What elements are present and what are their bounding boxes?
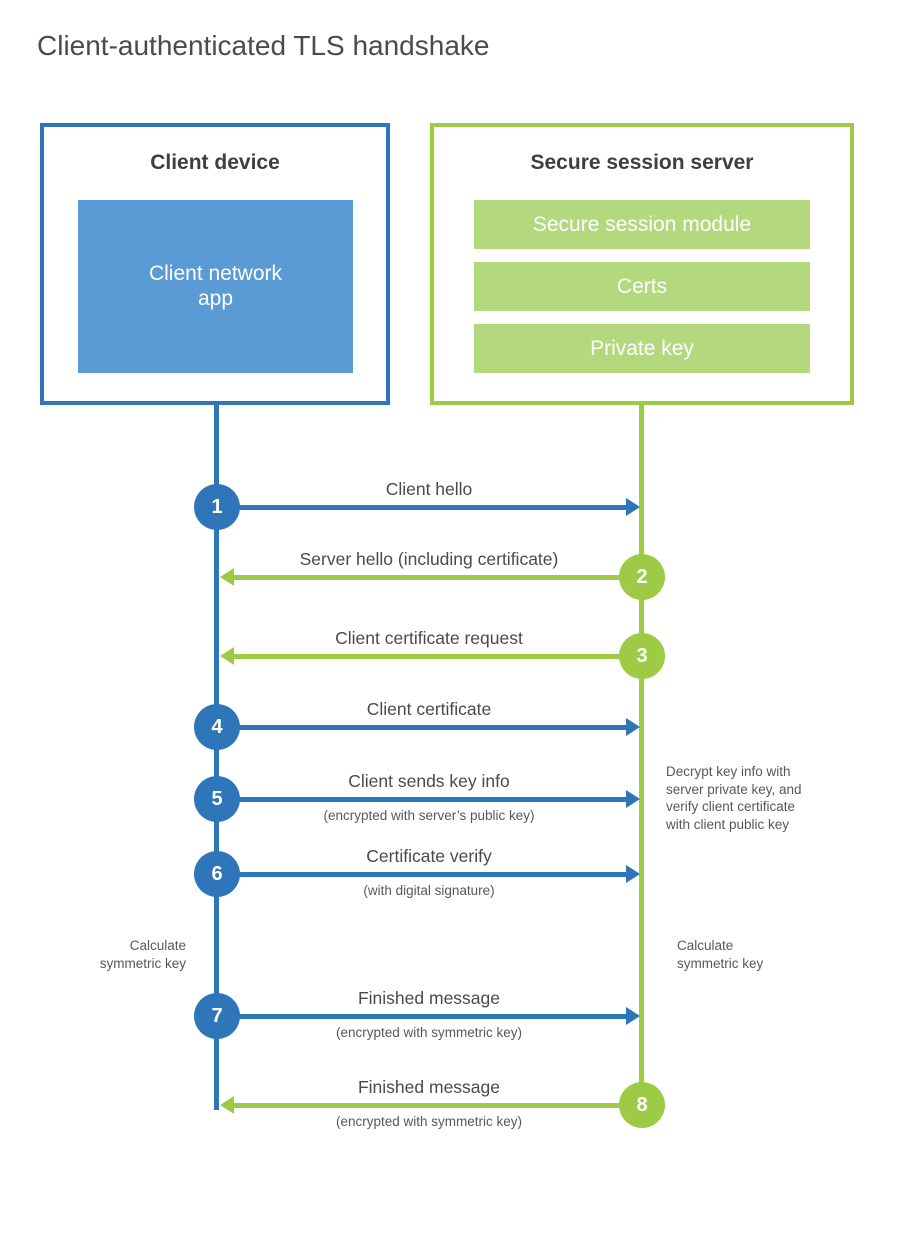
server-box: Secure session server Secure session mod… bbox=[430, 123, 854, 405]
client-device-title: Client device bbox=[150, 151, 280, 174]
arrow-left-icon bbox=[220, 647, 234, 665]
step-label-3: Client certificate request bbox=[335, 628, 523, 648]
server-module-private-key: Private key bbox=[474, 324, 810, 373]
step-label-1: Client hello bbox=[385, 479, 473, 499]
step-circle-6: 6 bbox=[194, 851, 240, 897]
client-lifeline bbox=[214, 405, 219, 1110]
arrow-right-icon bbox=[626, 718, 640, 736]
step-circle-3: 3 bbox=[619, 633, 665, 679]
arrow-shaft bbox=[217, 872, 626, 877]
page-title: Client-authenticated TLS handshake bbox=[37, 30, 490, 61]
step-label-8: Finished message bbox=[357, 1077, 501, 1097]
note-calculate-symmetric-key-server: Calculate symmetric key bbox=[677, 938, 764, 971]
server-lifeline bbox=[639, 405, 644, 1105]
step-sublabel-8: (encrypted with symmetric key) bbox=[335, 1114, 523, 1129]
note-decrypt-key-info: Decrypt key info with server private key… bbox=[666, 764, 802, 832]
step-label-5: Client sends key info bbox=[348, 771, 510, 791]
step-label-2: Server hello (including certificate) bbox=[299, 549, 559, 569]
arrow-left-icon bbox=[220, 1096, 234, 1114]
step-circle-1: 1 bbox=[194, 484, 240, 530]
step-label-6: Certificate verify bbox=[366, 846, 492, 866]
client-device-box: Client device Client network app bbox=[40, 123, 390, 405]
step-circle-4: 4 bbox=[194, 704, 240, 750]
arrow-shaft bbox=[217, 725, 626, 730]
step-circle-2: 2 bbox=[619, 554, 665, 600]
arrow-shaft bbox=[234, 1103, 642, 1108]
arrow-shaft bbox=[217, 797, 626, 802]
arrow-shaft bbox=[217, 1014, 626, 1019]
step-circle-5: 5 bbox=[194, 776, 240, 822]
note-calculate-symmetric-key-client: Calculate symmetric key bbox=[99, 938, 186, 971]
step-sublabel-7: (encrypted with symmetric key) bbox=[335, 1025, 523, 1040]
arrow-right-icon bbox=[626, 498, 640, 516]
step-label-4: Client certificate bbox=[366, 699, 492, 719]
arrow-right-icon bbox=[626, 790, 640, 808]
client-network-app-box: Client network app bbox=[78, 200, 353, 373]
arrow-shaft bbox=[234, 575, 642, 580]
step-sublabel-5: (encrypted with server’s public key) bbox=[323, 808, 535, 823]
arrow-right-icon bbox=[626, 865, 640, 883]
step-sublabel-6: (with digital signature) bbox=[363, 883, 495, 898]
arrow-right-icon bbox=[626, 1007, 640, 1025]
step-circle-8: 8 bbox=[619, 1082, 665, 1128]
arrow-left-icon bbox=[220, 568, 234, 586]
step-label-7: Finished message bbox=[357, 988, 501, 1008]
server-module-secure-session: Secure session module bbox=[474, 200, 810, 249]
arrow-shaft bbox=[217, 505, 626, 510]
server-title: Secure session server bbox=[530, 151, 754, 174]
server-module-certs: Certs bbox=[474, 262, 810, 311]
arrow-shaft bbox=[234, 654, 642, 659]
step-circle-7: 7 bbox=[194, 993, 240, 1039]
